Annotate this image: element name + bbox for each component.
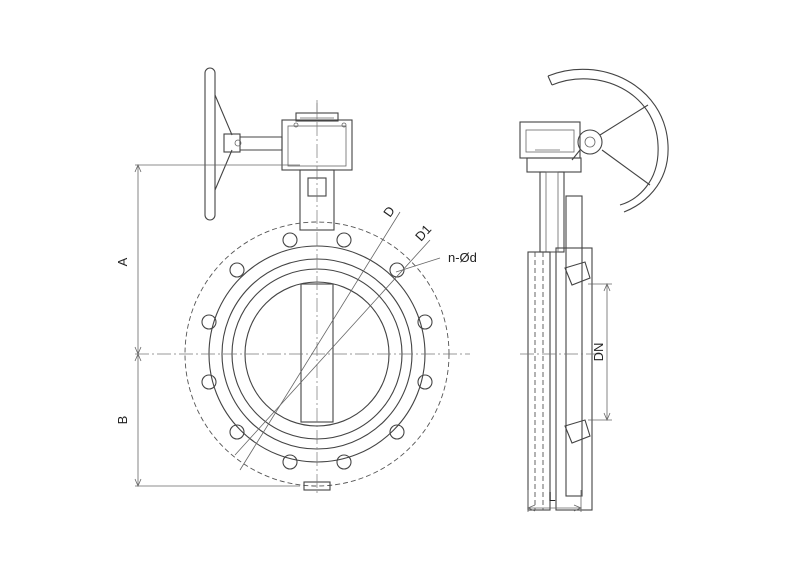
dim-dn-label: DN	[591, 343, 606, 362]
lever	[547, 68, 669, 213]
dimension-dn: DN	[588, 282, 612, 422]
lower-seat	[564, 419, 591, 444]
dimension-l: L	[526, 489, 583, 512]
dim-l-label: L	[548, 489, 555, 504]
handwheel	[204, 67, 283, 221]
bolt-holes	[201, 232, 433, 470]
dim-d-label: D	[380, 203, 398, 219]
dim-d1-label: D1	[412, 222, 434, 244]
dim-nd-label: n-Ød	[448, 250, 477, 265]
dim-a-label: A	[115, 257, 130, 266]
dimension-a-b: A B	[115, 163, 300, 488]
front-view: A B D D1 n-Ød	[115, 67, 477, 495]
dim-b-label: B	[115, 416, 130, 425]
upper-seat	[564, 261, 591, 286]
side-view: DN L	[519, 68, 669, 512]
